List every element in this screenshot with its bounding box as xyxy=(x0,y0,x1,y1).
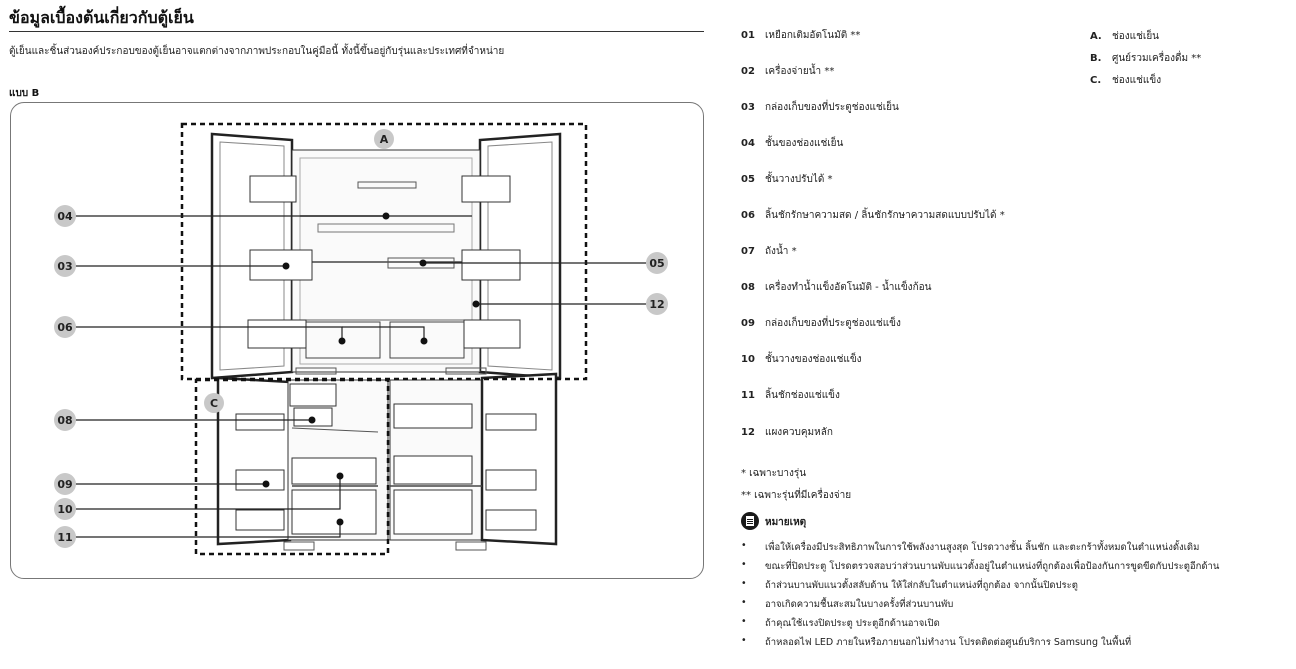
callout-12: 12 xyxy=(646,293,668,315)
svg-text:06: 06 xyxy=(57,321,73,334)
svg-text:C: C xyxy=(210,397,218,410)
fridge-diagram: A C 04 03 06 08 09 10 11 xyxy=(54,122,668,556)
callout-09: 09 xyxy=(54,473,76,495)
callout-03: 03 xyxy=(54,255,76,277)
zone-c-boundary xyxy=(194,378,390,556)
svg-text:09: 09 xyxy=(57,478,72,491)
svg-text:12: 12 xyxy=(649,298,664,311)
page-title: ข้อมูลเบื้องต้นเกี่ยวกับตู้เย็น xyxy=(9,8,194,27)
svg-text:08: 08 xyxy=(57,414,72,427)
zone-c-badge: C xyxy=(204,393,224,413)
diagram-frame xyxy=(10,102,704,579)
svg-text:05: 05 xyxy=(649,257,664,270)
callout-10: 10 xyxy=(54,498,76,520)
zone-a-badge: A xyxy=(374,129,394,149)
svg-text:03: 03 xyxy=(57,260,72,273)
note-title: หมายเหตุ xyxy=(765,517,807,528)
callout-06: 06 xyxy=(54,316,76,338)
svg-text:10: 10 xyxy=(57,503,73,516)
svg-text:11: 11 xyxy=(57,531,72,544)
model-label: แบบ B xyxy=(9,88,40,99)
fridge-body xyxy=(210,132,562,380)
title-divider xyxy=(9,31,704,32)
note-document-icon xyxy=(741,512,759,530)
zone-a-boundary xyxy=(180,122,588,381)
section-item: B.ศูนย์รวมเครื่องดื่ม ** xyxy=(1090,53,1202,64)
footnote: ** เฉพาะรุ่นที่มีเครื่องจ่าย xyxy=(741,490,852,501)
page-subtitle: ตู้เย็นและชิ้นส่วนองค์ประกอบของตู้เย็นอา… xyxy=(9,46,505,57)
svg-text:04: 04 xyxy=(57,210,73,223)
svg-text:A: A xyxy=(380,133,389,146)
callout-08: 08 xyxy=(54,409,76,431)
section-item: C.ช่องแช่แข็ง xyxy=(1090,75,1162,86)
callout-04: 04 xyxy=(54,205,76,227)
footnote: * เฉพาะบางรุ่น xyxy=(741,468,807,479)
callout-05: 05 xyxy=(646,252,668,274)
callout-11: 11 xyxy=(54,526,76,548)
section-item: A.ช่องแช่เย็น xyxy=(1090,31,1160,42)
